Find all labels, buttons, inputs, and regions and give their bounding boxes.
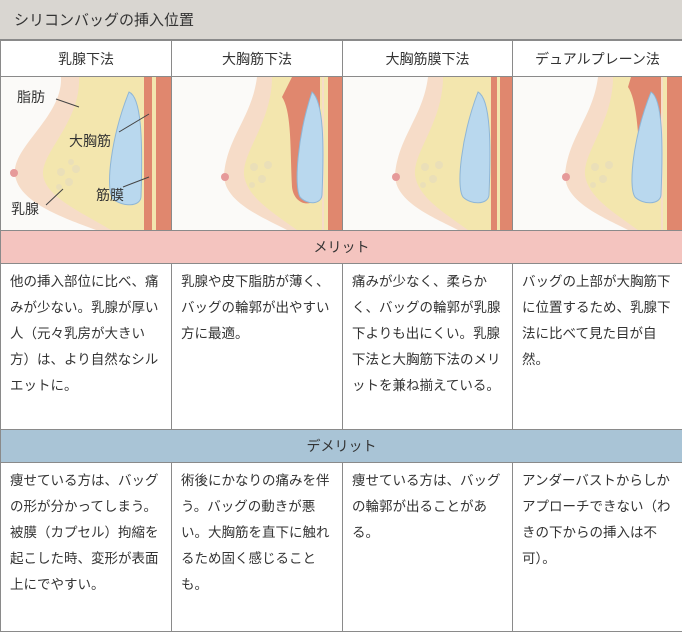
merit-cell: 乳腺や皮下脂肪が薄く、バッグの輪郭が出やすい方に最適。 bbox=[171, 263, 343, 430]
demerit-band-row: デメリット bbox=[0, 429, 682, 463]
merit-cell: 他の挿入部位に比べ、痛みが少ない。乳腺が厚い人（元々乳房が大きい方）は、より自然… bbox=[0, 263, 172, 430]
label-mammary: 乳腺 bbox=[11, 202, 39, 218]
illustration-subglandular: 脂肪 大胸筋 筋膜 乳腺 bbox=[0, 76, 172, 231]
breast-diagram-icon bbox=[1, 77, 171, 230]
label-fat: 脂肪 bbox=[17, 90, 45, 106]
column-header: デュアルプレーン法 bbox=[512, 40, 682, 77]
demerit-cell: アンダーバストからしかアプローチできない（わきの下からの挿入は不可）。 bbox=[512, 462, 682, 632]
column-header: 大胸筋膜下法 bbox=[342, 40, 513, 77]
label-fascia: 筋膜 bbox=[96, 188, 124, 204]
illustration-dual-plane bbox=[512, 76, 682, 231]
demerit-cell: 痩せている方は、バッグの形が分かってしまう。被膜（カプセル）拘縮を起こした時、変… bbox=[0, 462, 172, 632]
demerit-band: デメリット bbox=[0, 429, 682, 463]
merit-band-row: メリット bbox=[0, 230, 682, 264]
label-pectoralis: 大胸筋 bbox=[69, 134, 111, 150]
illustration-submuscular bbox=[171, 76, 343, 231]
column-header: 大胸筋下法 bbox=[171, 40, 343, 77]
column-header: 乳腺下法 bbox=[0, 40, 172, 77]
breast-diagram-icon bbox=[343, 77, 512, 230]
demerit-cell: 痩せている方は、バッグの輪郭が出ることがある。 bbox=[342, 462, 513, 632]
breast-diagram-icon bbox=[513, 77, 682, 230]
demerit-row: 痩せている方は、バッグの形が分かってしまう。被膜（カプセル）拘縮を起こした時、変… bbox=[0, 462, 682, 632]
column-header-row: 乳腺下法 大胸筋下法 大胸筋膜下法 デュアルプレーン法 bbox=[0, 40, 682, 77]
breast-diagram-icon bbox=[172, 77, 342, 230]
comparison-table: 乳腺下法 大胸筋下法 大胸筋膜下法 デュアルプレーン法 bbox=[0, 40, 682, 632]
merit-cell: 痛みが少なく、柔らかく、バッグの輪郭が乳腺下よりも出にくい。乳腺下法と大胸筋下法… bbox=[342, 263, 513, 430]
merit-cell: バッグの上部が大胸筋下に位置するため、乳腺下法に比べて見た目が自然。 bbox=[512, 263, 682, 430]
illustration-row: 脂肪 大胸筋 筋膜 乳腺 bbox=[0, 76, 682, 231]
page-title: シリコンバッグの挿入位置 bbox=[0, 0, 682, 40]
merit-band: メリット bbox=[0, 230, 682, 264]
demerit-cell: 術後にかなりの痛みを伴う。バッグの動きが悪い。大胸筋を直下に触れるため固く感じる… bbox=[171, 462, 343, 632]
merit-row: 他の挿入部位に比べ、痛みが少ない。乳腺が厚い人（元々乳房が大きい方）は、より自然… bbox=[0, 263, 682, 430]
illustration-subfascial bbox=[342, 76, 513, 231]
